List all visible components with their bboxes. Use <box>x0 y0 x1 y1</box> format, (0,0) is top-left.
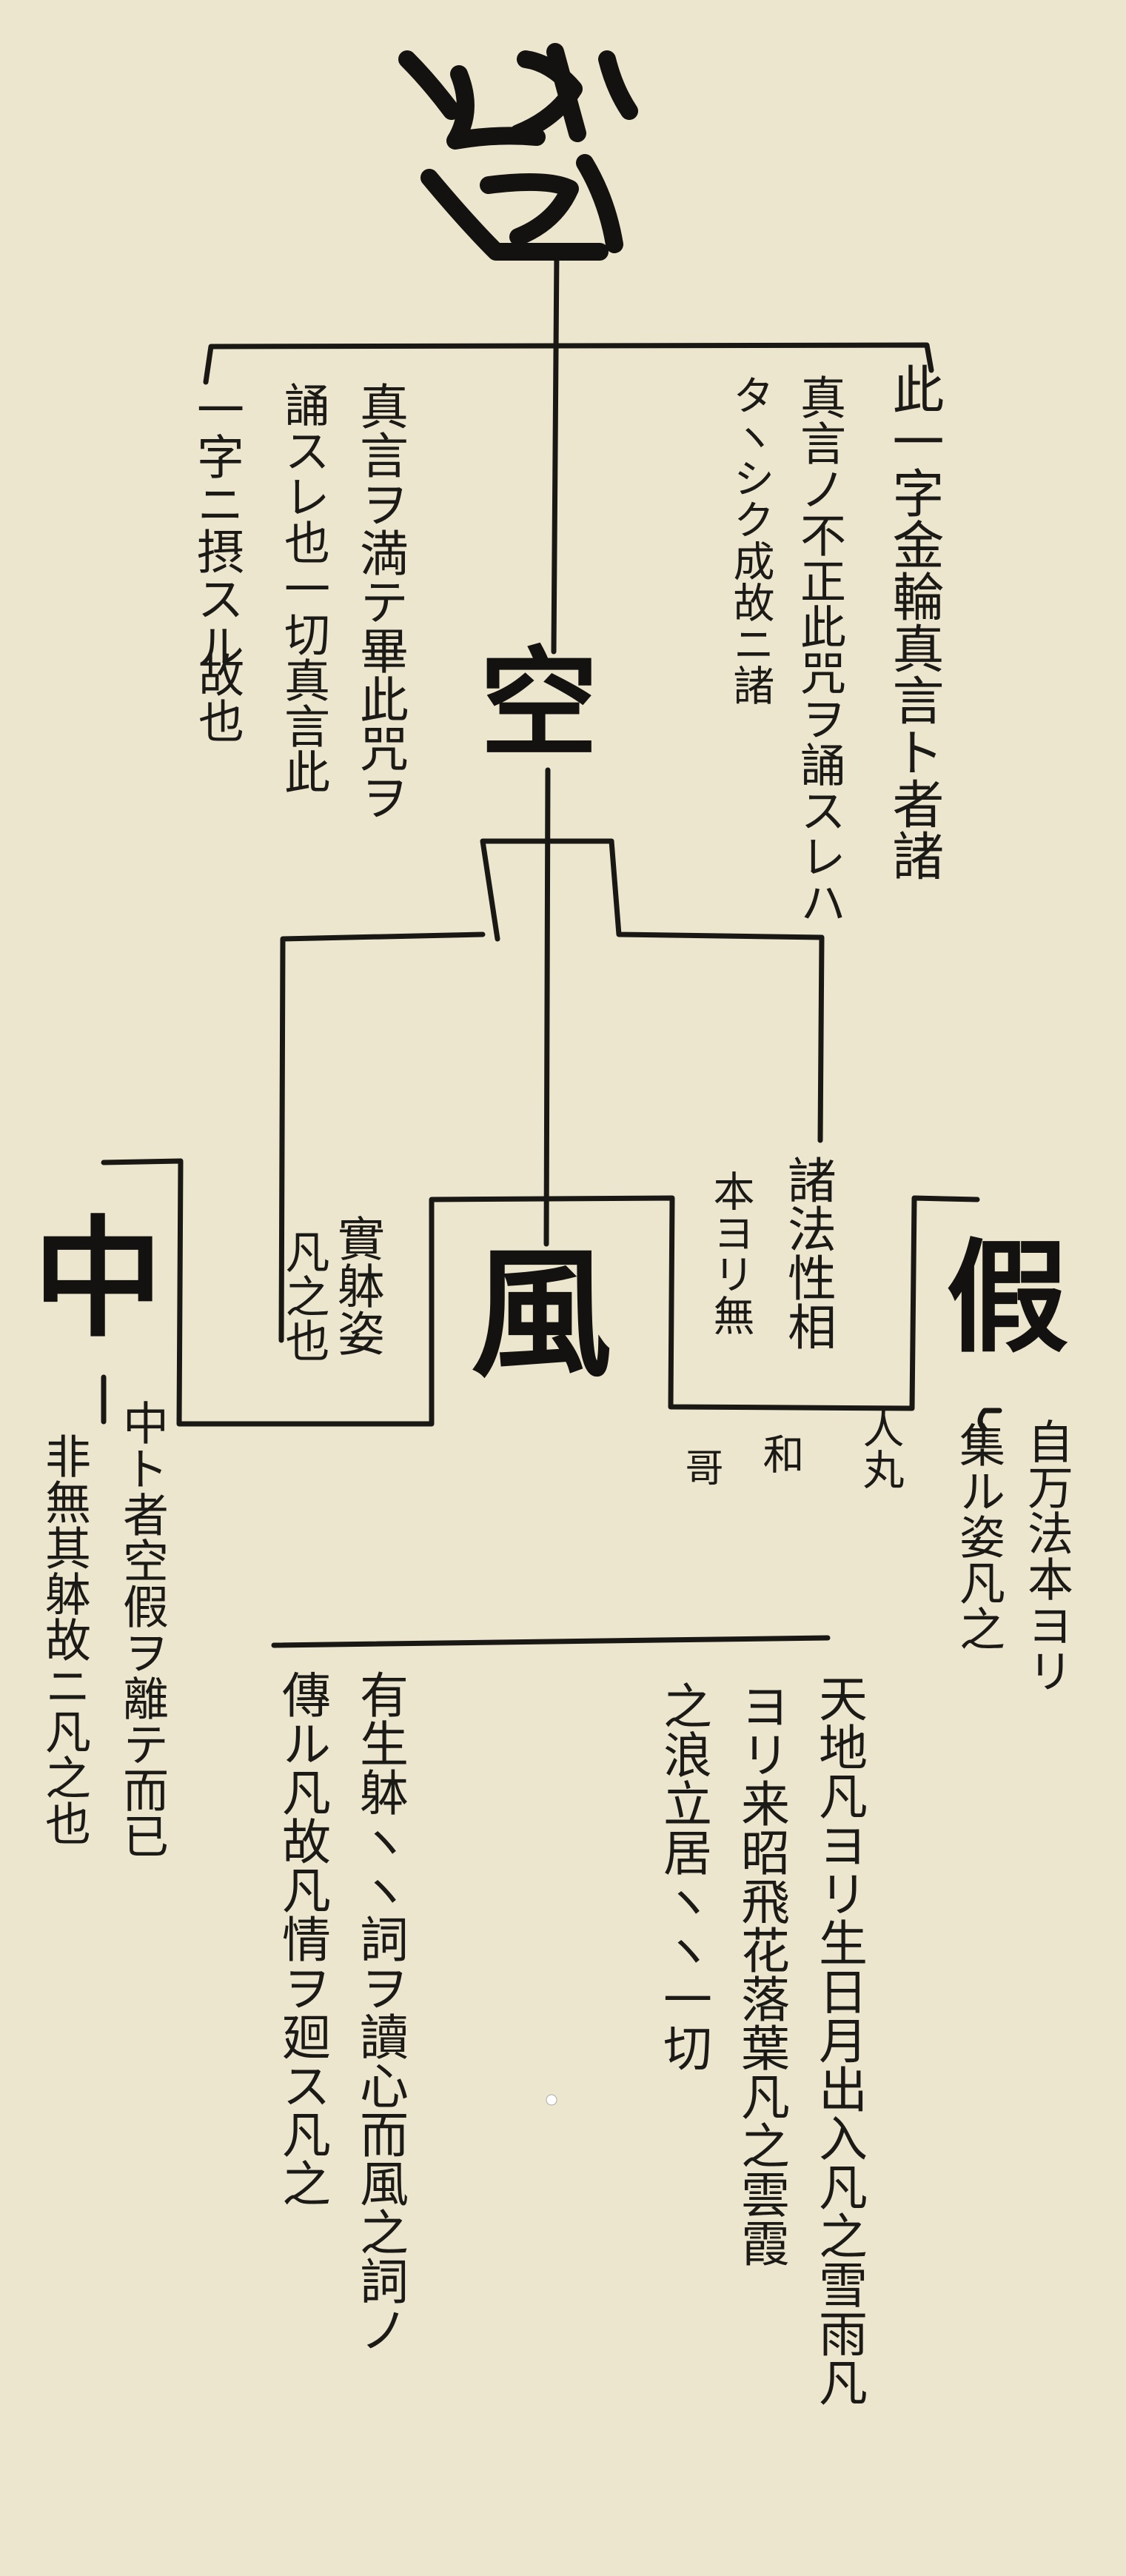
chu-note-col2: 非無其躰故ニ凡之也 <box>37 1433 91 1846</box>
ke-note-col2: 集ル姿凡之 <box>951 1422 1005 1651</box>
chu-note-col1: 中ト者空假ヲ離テ而已 <box>115 1399 169 1859</box>
heading-chu: 中 <box>33 1203 163 1355</box>
top-bar <box>203 342 934 385</box>
lower-frame-center <box>429 1195 980 1411</box>
middle-left-col1: 實躰姿 <box>329 1214 384 1356</box>
bottom-right-col1: 天地凡ヨリ生日月出入凡之雪雨凡 <box>811 1673 868 2406</box>
bottom-left-col2: 傳ル凡故凡情ヲ廻ス凡之 <box>274 1670 331 2207</box>
top-right-col1: 此一字金輪真言ト者諸 <box>884 363 945 881</box>
top-right-col3: タヽシク成故ニ諸 <box>726 374 774 706</box>
waka-note-col3: 哥 <box>678 1448 723 1486</box>
stem-top <box>551 249 560 655</box>
top-right-col2: 真言ノ不正此咒ヲ誦スレハ <box>792 374 846 925</box>
bottom-left-col1: 有生躰ヽヽ詞ヲ讀心而風之詞ノ <box>352 1670 409 2354</box>
bottom-right-col3: 之浪立居ヽヽ一切 <box>655 1681 712 2072</box>
waka-note-col2: 和 <box>756 1433 804 1474</box>
heading-fuu: 風 <box>471 1231 612 1396</box>
upper-frame-left <box>278 931 486 1343</box>
middle-left-col2: 凡之也 <box>278 1229 329 1362</box>
bottom-divider <box>271 1635 831 1648</box>
bottom-right-col2: ヨリ来昭飛花落葉凡之雲霞 <box>733 1681 790 2267</box>
middle-right-col2: 本ヨリ無 <box>706 1170 754 1336</box>
top-middle-col1: 真言ヲ満テ畢此咒ヲ <box>352 381 409 821</box>
stem-middle <box>543 767 551 1247</box>
top-middle-col2: 誦スレ也一切真言此 <box>276 381 330 794</box>
waka-note-col1: 人丸 <box>856 1407 904 1490</box>
heading-ku: 空 <box>480 634 599 773</box>
upper-frame <box>480 838 825 1143</box>
top-left-col2: 故也 <box>190 652 244 743</box>
ke-note-col1: 自万法本ヨリ <box>1019 1418 1073 1693</box>
siddham-seed-syllable <box>398 43 638 261</box>
top-left-col1: 一字ニ摂スル <box>189 385 244 669</box>
heading-ke: 假 <box>946 1225 1068 1369</box>
lower-frame-left <box>101 1158 435 1427</box>
middle-right-col1: 諸法性相 <box>780 1155 837 1351</box>
ke-connector <box>977 1408 1002 1432</box>
